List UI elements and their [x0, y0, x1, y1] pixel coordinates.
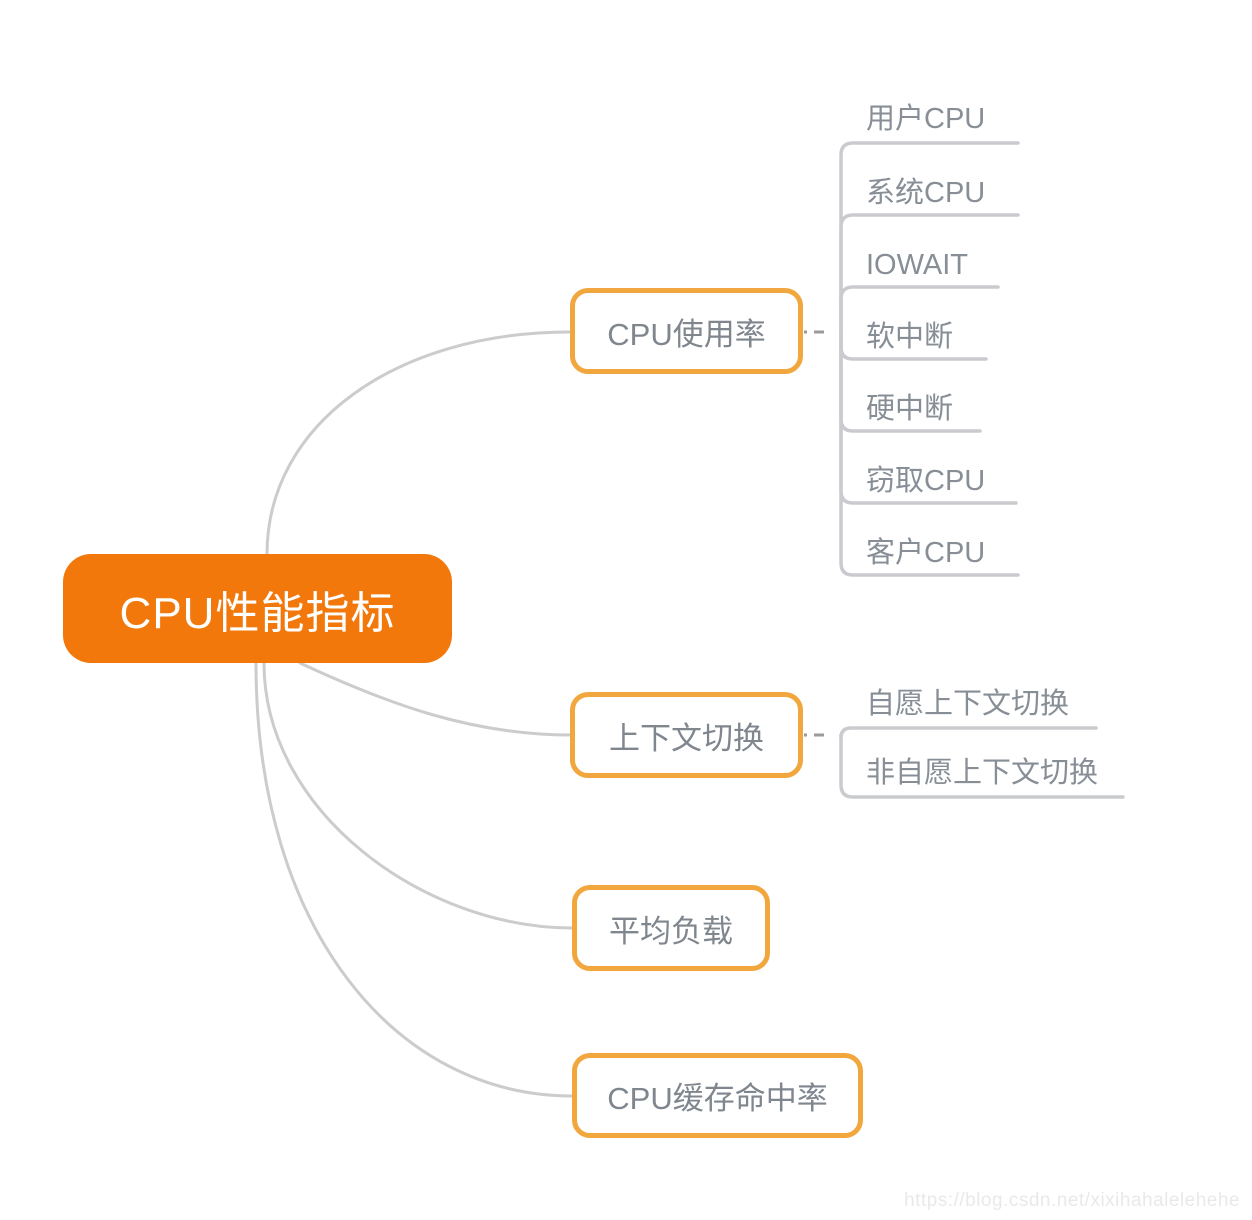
- topic-load-average-label: 平均负载: [609, 913, 733, 949]
- topic-cache-hit-rate-label: CPU缓存命中率: [607, 1081, 828, 1116]
- subtopic-system-cpu[interactable]: 系统CPU: [866, 177, 986, 209]
- topic-load-average[interactable]: 平均负载: [572, 885, 770, 971]
- topic-cpu-usage[interactable]: CPU使用率: [570, 288, 803, 374]
- dashed-connectors: [804, 330, 840, 737]
- subtopic-involuntary-context-switch[interactable]: 非自愿上下文切换: [866, 757, 1099, 789]
- subtopic-guest-cpu[interactable]: 客户CPU: [866, 537, 986, 569]
- subtopic-steal-cpu[interactable]: 窃取CPU: [866, 465, 986, 497]
- topic-cpu-usage-label: CPU使用率: [607, 316, 766, 352]
- topic-context-switch-label: 上下文切换: [609, 720, 764, 756]
- subtopic-underlines-branch1: [839, 141, 1020, 577]
- subtopic-voluntary-context-switch[interactable]: 自愿上下文切换: [866, 688, 1070, 720]
- topic-context-switch[interactable]: 上下文切换: [570, 692, 803, 778]
- subtopic-soft-irq[interactable]: 软中断: [866, 321, 954, 353]
- subtopic-underlines-branch2: [839, 726, 1125, 799]
- topic-cache-hit-rate[interactable]: CPU缓存命中率: [572, 1053, 863, 1138]
- subtopic-hard-irq[interactable]: 硬中断: [866, 393, 954, 425]
- root-topic[interactable]: CPU性能指标: [63, 554, 452, 663]
- root-topic-label: CPU性能指标: [119, 588, 396, 638]
- root-branch-curves: [254, 330, 574, 1098]
- watermark-url: https://blog.csdn.net/xixihahalelehehe: [904, 1190, 1240, 1211]
- subtopic-user-cpu[interactable]: 用户CPU: [866, 103, 986, 135]
- subtopic-iowait[interactable]: IOWAIT: [866, 249, 969, 281]
